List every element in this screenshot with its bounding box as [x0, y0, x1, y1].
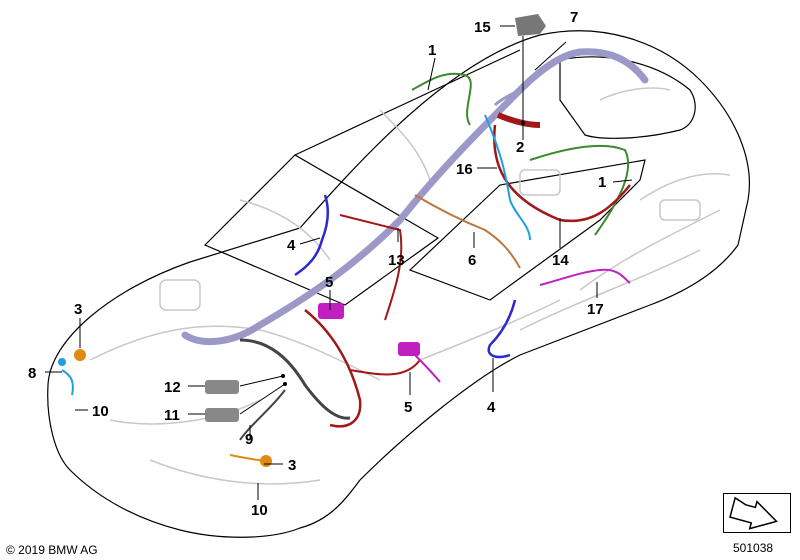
- harness-5-lower: [304, 309, 362, 428]
- harness-3-bottom: [229, 454, 267, 462]
- callout-9: 9: [245, 431, 253, 448]
- harness-5-magenta: [409, 349, 441, 383]
- leader-lines: [45, 25, 633, 500]
- harness-7-branch: [493, 88, 521, 107]
- harness-17: [539, 268, 631, 286]
- harness-1-right: [529, 144, 630, 236]
- harness-7-main: [181, 48, 649, 346]
- harness-5-lower-b: [349, 359, 421, 376]
- harness-16: [484, 114, 531, 241]
- callout-12: 12: [164, 379, 181, 396]
- harness-2: [496, 112, 541, 128]
- harness-14: [493, 124, 631, 223]
- harness-13: [339, 214, 403, 321]
- harness-6: [414, 194, 521, 269]
- ghost-components: [89, 87, 731, 485]
- component-11: [205, 408, 239, 422]
- callout-11: 11: [164, 407, 180, 424]
- callout-5-top: 5: [325, 274, 333, 291]
- component-15: [515, 14, 546, 36]
- connector-5a: [318, 303, 344, 319]
- harness-4-left: [294, 194, 330, 277]
- connector-8: [58, 358, 66, 366]
- connector-3-top: [74, 349, 86, 361]
- navigation-arrow-button[interactable]: [723, 493, 791, 533]
- harness-9-b: [239, 389, 286, 441]
- connector-5b: [398, 342, 420, 356]
- callout-16: 16: [456, 161, 473, 178]
- callout-5-bottom: 5: [404, 399, 412, 416]
- harness-8: [61, 369, 74, 396]
- catalog-number: 501038: [733, 541, 774, 555]
- callout-4-left: 4: [287, 237, 296, 254]
- callout-3-left: 3: [74, 301, 82, 318]
- callout-13: 13: [388, 252, 405, 269]
- callout-2: 2: [516, 139, 524, 156]
- arrow-icon: [729, 496, 778, 530]
- callout-6: 6: [468, 252, 476, 269]
- component-12: [205, 380, 239, 394]
- callout-17: 17: [587, 301, 604, 318]
- callout-1-right: 1: [598, 174, 606, 191]
- callout-14: 14: [552, 252, 569, 269]
- callout-8: 8: [28, 365, 36, 382]
- callout-3-bottom: 3: [288, 457, 296, 474]
- callout-4-right: 4: [487, 399, 496, 416]
- callout-1-top: 1: [428, 42, 436, 59]
- callout-7: 7: [570, 9, 578, 26]
- harness-4-right: [487, 299, 517, 359]
- harness-9: [239, 338, 351, 420]
- callout-10-left: 10: [92, 403, 109, 420]
- callout-10-bottom: 10: [251, 502, 268, 519]
- copyright-text: © 2019 BMW AG: [6, 543, 98, 557]
- harness-1-left: [411, 72, 472, 126]
- callout-15: 15: [474, 19, 491, 36]
